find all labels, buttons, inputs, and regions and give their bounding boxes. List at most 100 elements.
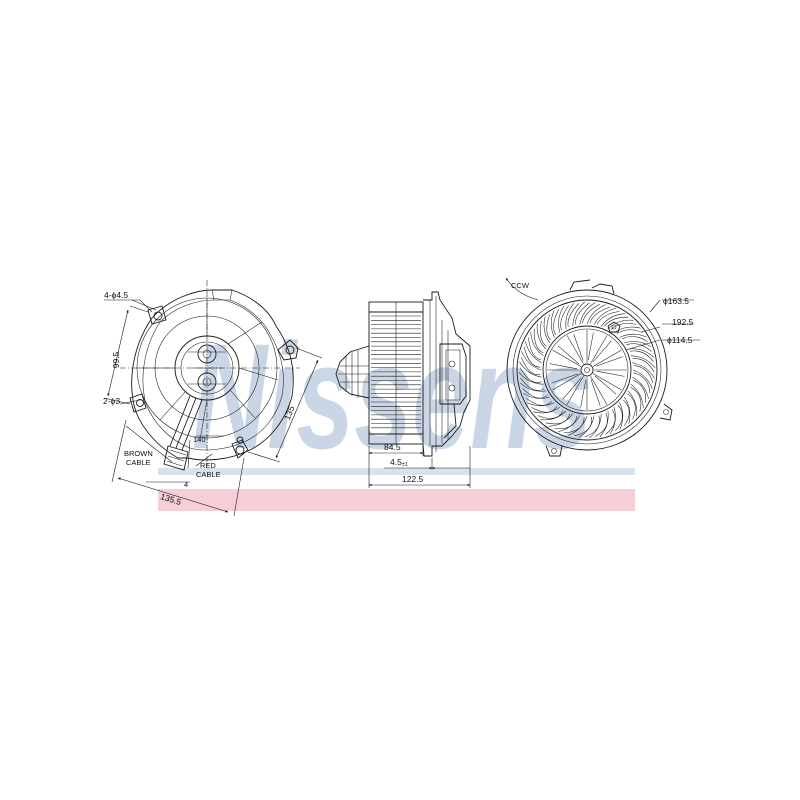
rear-blade <box>626 343 652 352</box>
rear-blade <box>600 313 626 327</box>
rear-blade <box>619 333 647 338</box>
rear-blade <box>603 316 629 327</box>
rear-blade <box>586 304 606 325</box>
rear-blade <box>522 392 550 399</box>
rear-blade <box>589 306 611 324</box>
rear-blade <box>582 303 600 324</box>
label-rotation: CCW <box>511 281 530 290</box>
rear-blade <box>522 388 548 399</box>
rear-spoke <box>594 375 617 395</box>
rear-spoke <box>552 349 582 367</box>
rear-spoke <box>590 335 608 365</box>
rear-blade <box>526 398 553 406</box>
label-height-dim: 99.5 <box>111 351 121 368</box>
rear-blade <box>560 305 569 331</box>
rear-blade <box>632 362 655 379</box>
rear-blade <box>546 314 551 341</box>
front-mount-tabs <box>129 305 299 459</box>
label-total-width: 122.5 <box>402 474 424 484</box>
rear-blade <box>579 302 596 325</box>
label-red-cable-2: CABLE <box>196 470 221 479</box>
rear-blade <box>632 357 655 373</box>
rear-wheel-outer <box>516 299 658 441</box>
rear-blade <box>520 357 541 376</box>
label-mid-dim: 192.5 <box>672 317 694 327</box>
rear-blade <box>523 346 541 368</box>
rear-blade <box>613 326 641 334</box>
label-brown-cable-1: BROWN <box>124 449 153 458</box>
rear-spoke <box>596 370 625 377</box>
rear-spoke <box>590 379 601 406</box>
rear-spoke <box>592 340 612 363</box>
rotation-arrow <box>505 277 539 301</box>
label-red-cable-1: RED <box>200 461 216 470</box>
rear-housing-outer <box>506 289 668 451</box>
rear-blade <box>623 396 631 424</box>
front-housing-inner <box>142 299 284 451</box>
watermark-band <box>158 489 635 511</box>
label-flange-tol: ±1 <box>402 462 408 468</box>
rear-spoke <box>592 349 622 367</box>
rear-blade <box>632 369 653 389</box>
rear-blade <box>609 407 616 435</box>
label-brown-cable-2: CABLE <box>126 458 151 467</box>
rear-blade <box>633 372 651 394</box>
rear-spoke <box>590 375 608 405</box>
rear-fan-blades <box>518 301 656 439</box>
rear-blade <box>624 341 652 348</box>
rear-spoke <box>562 377 582 400</box>
rear-blade <box>607 319 634 330</box>
rear-view: CCW ϕ163.5 192.5 ϕ114.5 <box>505 277 700 457</box>
label-outer-dia: ϕ163.5 <box>663 296 689 306</box>
rear-blade <box>594 412 608 437</box>
rear-blade <box>605 409 616 435</box>
label-connector-mark: 4 <box>184 480 188 489</box>
rear-blade <box>584 415 600 438</box>
rear-spoke <box>592 373 622 391</box>
rear-spoke <box>573 334 584 361</box>
rear-blade <box>630 386 642 412</box>
rear-blade <box>567 303 580 327</box>
rear-blade <box>616 329 643 334</box>
rear-blade <box>543 316 551 344</box>
rear-blade <box>632 379 647 403</box>
side-view: 84.5 4.5±1 122.5 <box>335 291 471 488</box>
front-cables <box>163 395 203 471</box>
rear-blade <box>519 367 542 383</box>
label-mount-holes: 4-ϕ4.5 <box>104 290 128 300</box>
rear-blade <box>623 399 630 426</box>
rear-spoke <box>580 379 587 408</box>
label-pins: 2-ϕ3 <box>103 396 120 406</box>
rear-hub-spokes <box>547 330 627 410</box>
rear-blade <box>536 323 547 350</box>
rear-spoke <box>587 332 594 361</box>
front-dimensions <box>103 299 323 517</box>
rear-blade <box>563 416 585 434</box>
rear-blade <box>537 410 564 419</box>
label-140: 140 <box>193 435 206 444</box>
rear-blade <box>630 383 644 409</box>
rear-blade <box>565 303 575 330</box>
rear-spoke <box>596 356 623 367</box>
rear-blade <box>554 415 578 430</box>
rear-blade <box>574 416 593 437</box>
rear-blade <box>519 361 542 378</box>
side-dimensions <box>368 446 471 488</box>
watermark-band-line <box>158 468 635 475</box>
rear-blade <box>632 376 649 399</box>
rear-blade <box>615 405 623 431</box>
rear-blade <box>525 341 542 364</box>
rear-blade <box>533 406 561 414</box>
rear-spoke <box>551 373 578 384</box>
rear-blade <box>545 413 571 425</box>
rear-blade <box>572 301 585 327</box>
rear-blade <box>528 337 542 361</box>
rear-blade <box>622 336 648 342</box>
rear-blade <box>558 305 565 333</box>
rear-blade <box>550 310 555 338</box>
rear-spoke <box>552 373 582 391</box>
rear-spoke <box>549 363 578 370</box>
front-housing <box>131 289 294 461</box>
side-fan-blades <box>371 302 421 444</box>
